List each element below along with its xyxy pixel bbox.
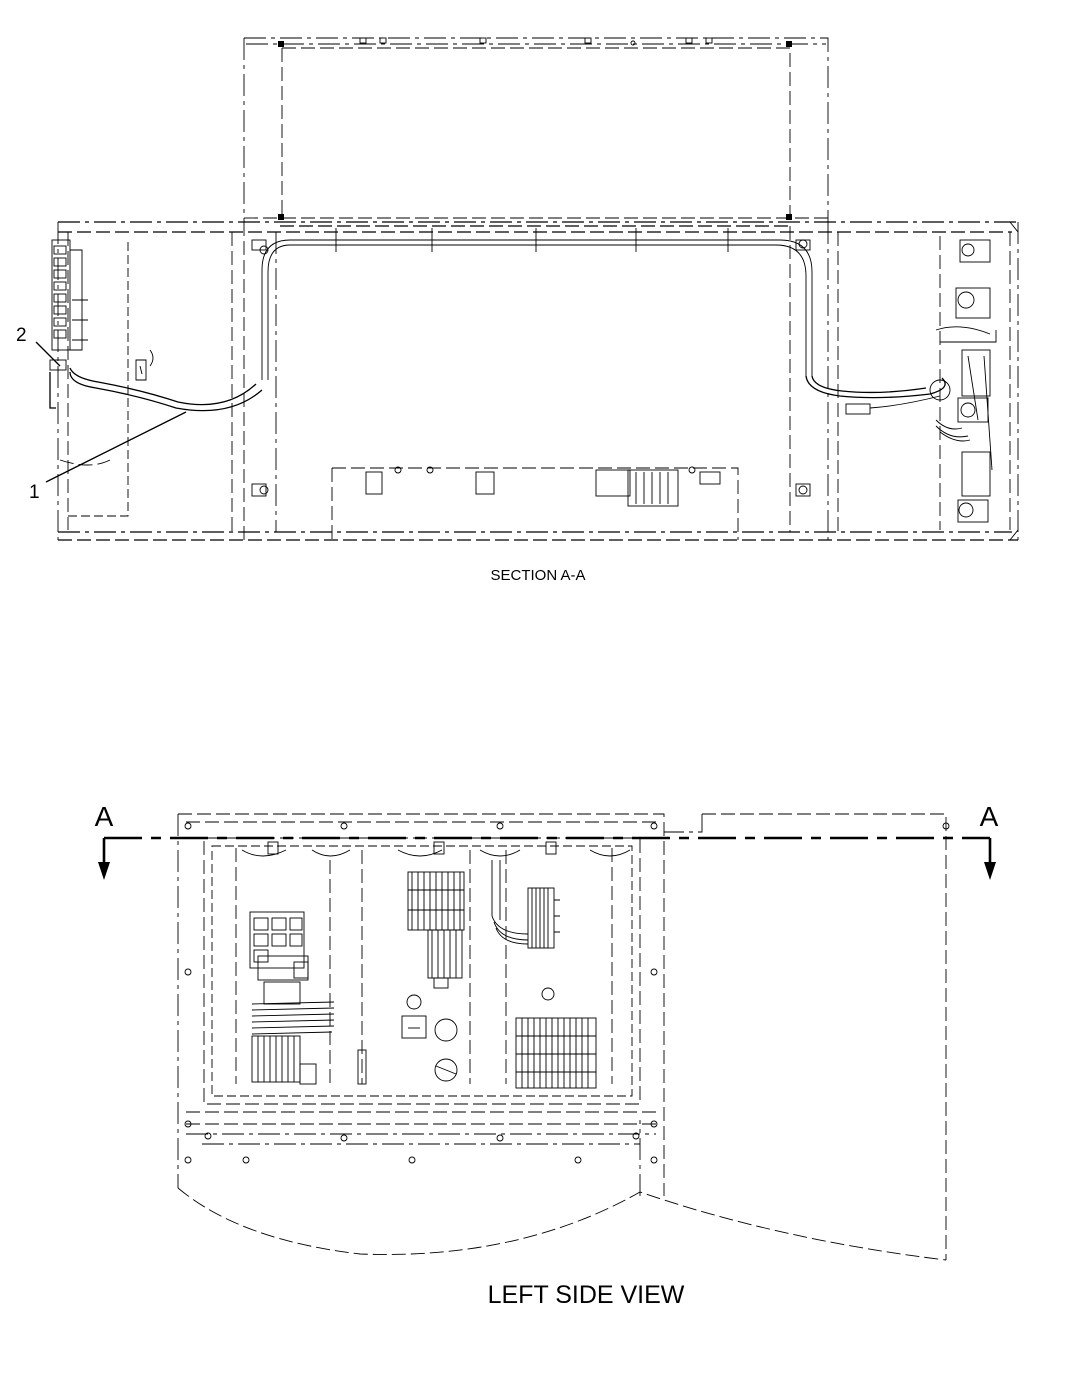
- lower-device-panel: [331, 466, 739, 540]
- cabinet-outline: [177, 813, 947, 1261]
- terminal-stack-left: [49, 239, 88, 409]
- center-compartment: [244, 217, 839, 540]
- left-side-view: A A LEFT SIDE VIEW: [95, 801, 999, 1309]
- callout-1: 1: [29, 482, 40, 503]
- section-title: SECTION A-A: [490, 567, 585, 584]
- terminal-block-center: [407, 871, 465, 989]
- wire-harness-item-1: [69, 355, 993, 471]
- section-a-a-view: 1 2 SECTION A-A: [16, 37, 1019, 584]
- side-view-title: LEFT SIDE VIEW: [488, 1281, 685, 1309]
- right-compartment: [935, 236, 997, 530]
- breaker-block: [249, 911, 335, 1085]
- callout-2: 2: [16, 325, 27, 346]
- right-device-column: [935, 239, 997, 523]
- upper-housing: [243, 37, 829, 222]
- terminal-block-bottom-right: [515, 987, 597, 1089]
- section-marker-left: A: [95, 801, 114, 832]
- left-compartment: [49, 222, 277, 540]
- inner-mounting-panel: [184, 822, 950, 1164]
- section-marker-right: A: [980, 801, 999, 832]
- section-cut-line: [98, 836, 996, 880]
- terminal-block-right: [491, 860, 560, 949]
- relay-device: [357, 994, 458, 1085]
- callout-leaders: [35, 341, 187, 483]
- main-enclosure-outline: [57, 221, 1019, 541]
